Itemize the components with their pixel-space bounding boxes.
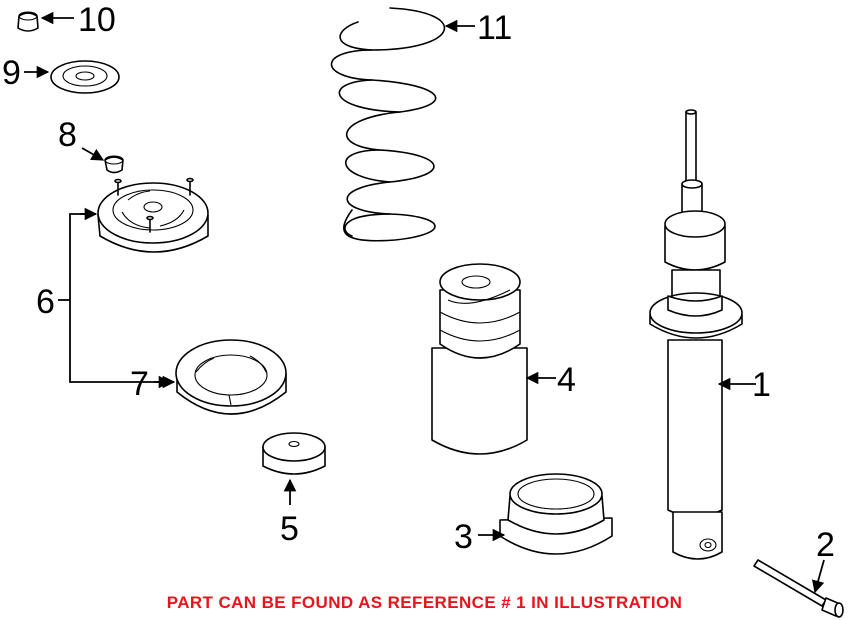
callout-6: 6 (36, 283, 55, 321)
part-7-spring-pad (175, 339, 287, 415)
part-11-coil-spring (330, 7, 446, 242)
part-5-bump-pad (262, 432, 326, 475)
callout-1: 1 (752, 366, 771, 404)
part-2-bolt (753, 559, 844, 618)
leader-2 (812, 559, 825, 594)
callout-11: 11 (477, 9, 512, 47)
leader-8 (81, 147, 105, 161)
part-6-strut-mount (97, 177, 209, 253)
part-9-washer (50, 60, 120, 94)
callout-10: 10 (78, 1, 116, 39)
callout-8: 8 (58, 116, 77, 154)
callout-3: 3 (454, 518, 473, 556)
part-4-bump-stop (431, 263, 528, 455)
callout-9: 9 (2, 54, 21, 92)
bracket-6 (58, 207, 172, 389)
reference-note: PART CAN BE FOUND AS REFERENCE # 1 IN IL… (166, 593, 683, 612)
callout-4: 4 (557, 361, 576, 399)
callout-5: 5 (280, 510, 299, 548)
part-8-nut (104, 155, 124, 174)
part-3-spring-seat (499, 473, 613, 555)
callout-7: 7 (130, 365, 149, 403)
part-10-cap-nut (17, 11, 39, 32)
part-1-shock-absorber (649, 109, 743, 560)
callout-2: 2 (816, 526, 835, 564)
